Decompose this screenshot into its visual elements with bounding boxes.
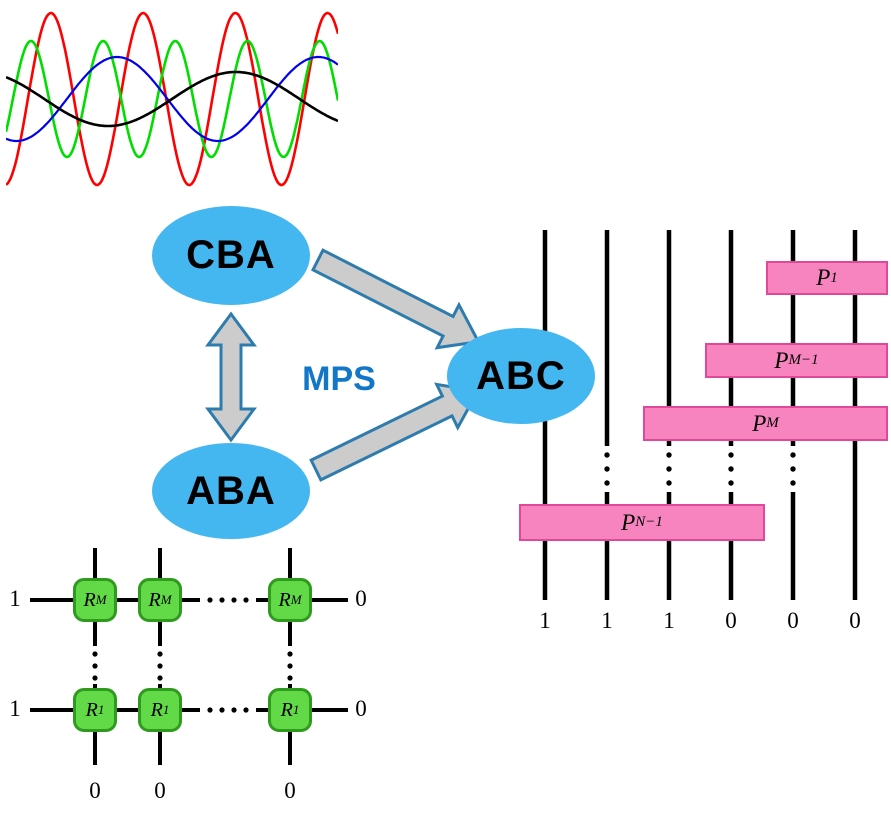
tensor-subscript: M bbox=[95, 592, 107, 607]
projector-label: P bbox=[774, 347, 789, 373]
right-qubit-label-6: 0 bbox=[849, 608, 861, 633]
right-qubit-label-4: 0 bbox=[725, 608, 737, 633]
projector-subscript: N−1 bbox=[635, 514, 663, 530]
node-cba-label: CBA bbox=[186, 233, 276, 277]
projector-label: P bbox=[621, 509, 636, 535]
right-qubit-label-5: 0 bbox=[787, 608, 799, 633]
node-abc-label: ABC bbox=[476, 353, 566, 398]
left-network-ellipsis-dots bbox=[92, 597, 293, 713]
mps-double-arrow bbox=[205, 311, 257, 443]
projector-subscript: M−1 bbox=[788, 352, 819, 368]
tensor-subscript: 1 bbox=[162, 702, 170, 717]
right-boundary-label-row1: 0 bbox=[355, 586, 367, 611]
tensor-label: R bbox=[83, 588, 96, 611]
projector-label: P bbox=[816, 265, 831, 290]
projector-subscript: 1 bbox=[830, 269, 838, 286]
right-qubit-label-3: 1 bbox=[663, 608, 675, 633]
black-wave bbox=[6, 70, 338, 128]
tensor-subscript: 1 bbox=[292, 702, 300, 717]
waveform-plot bbox=[6, 11, 338, 187]
projector-label: P bbox=[752, 410, 767, 436]
tensor-subscript: M bbox=[160, 592, 172, 607]
green-wave bbox=[6, 39, 338, 159]
tensor-label: R bbox=[278, 588, 291, 611]
right-qubit-label-2: 1 bbox=[601, 608, 613, 633]
arrow-cba-to-abc bbox=[310, 248, 481, 350]
blue-wave bbox=[6, 55, 338, 143]
tensor-subscript: 1 bbox=[97, 702, 105, 717]
left-boundary-label-row1: 1 bbox=[9, 586, 21, 611]
mps-label: MPS bbox=[302, 360, 376, 398]
projector-subscript: M bbox=[766, 415, 779, 431]
node-aba-label: ABA bbox=[186, 468, 276, 513]
block-arrow-shape bbox=[310, 248, 481, 350]
tensor-label: R bbox=[150, 698, 163, 721]
bottom-boundary-label-1: 0 bbox=[89, 778, 101, 803]
tensor-subscript: M bbox=[290, 592, 302, 607]
bottom-boundary-label-3: 0 bbox=[284, 778, 296, 803]
right-qubit-label-1: 1 bbox=[539, 608, 551, 633]
node-aba-ellipse: ABA bbox=[152, 443, 310, 539]
right-network-ellipsis-dots bbox=[604, 452, 796, 486]
tensor-label: R bbox=[280, 698, 293, 721]
red-wave bbox=[6, 11, 338, 187]
double-arrow-shape bbox=[205, 311, 257, 443]
bottom-boundary-label-2: 0 bbox=[154, 778, 166, 803]
right-boundary-label-row2: 0 bbox=[355, 696, 367, 721]
node-cba-ellipse: CBA bbox=[152, 206, 310, 305]
tensor-label: R bbox=[85, 698, 98, 721]
node-abc-ellipse: ABC bbox=[447, 328, 595, 424]
tensor-label: R bbox=[148, 588, 161, 611]
left-boundary-label-row2: 1 bbox=[9, 696, 21, 721]
